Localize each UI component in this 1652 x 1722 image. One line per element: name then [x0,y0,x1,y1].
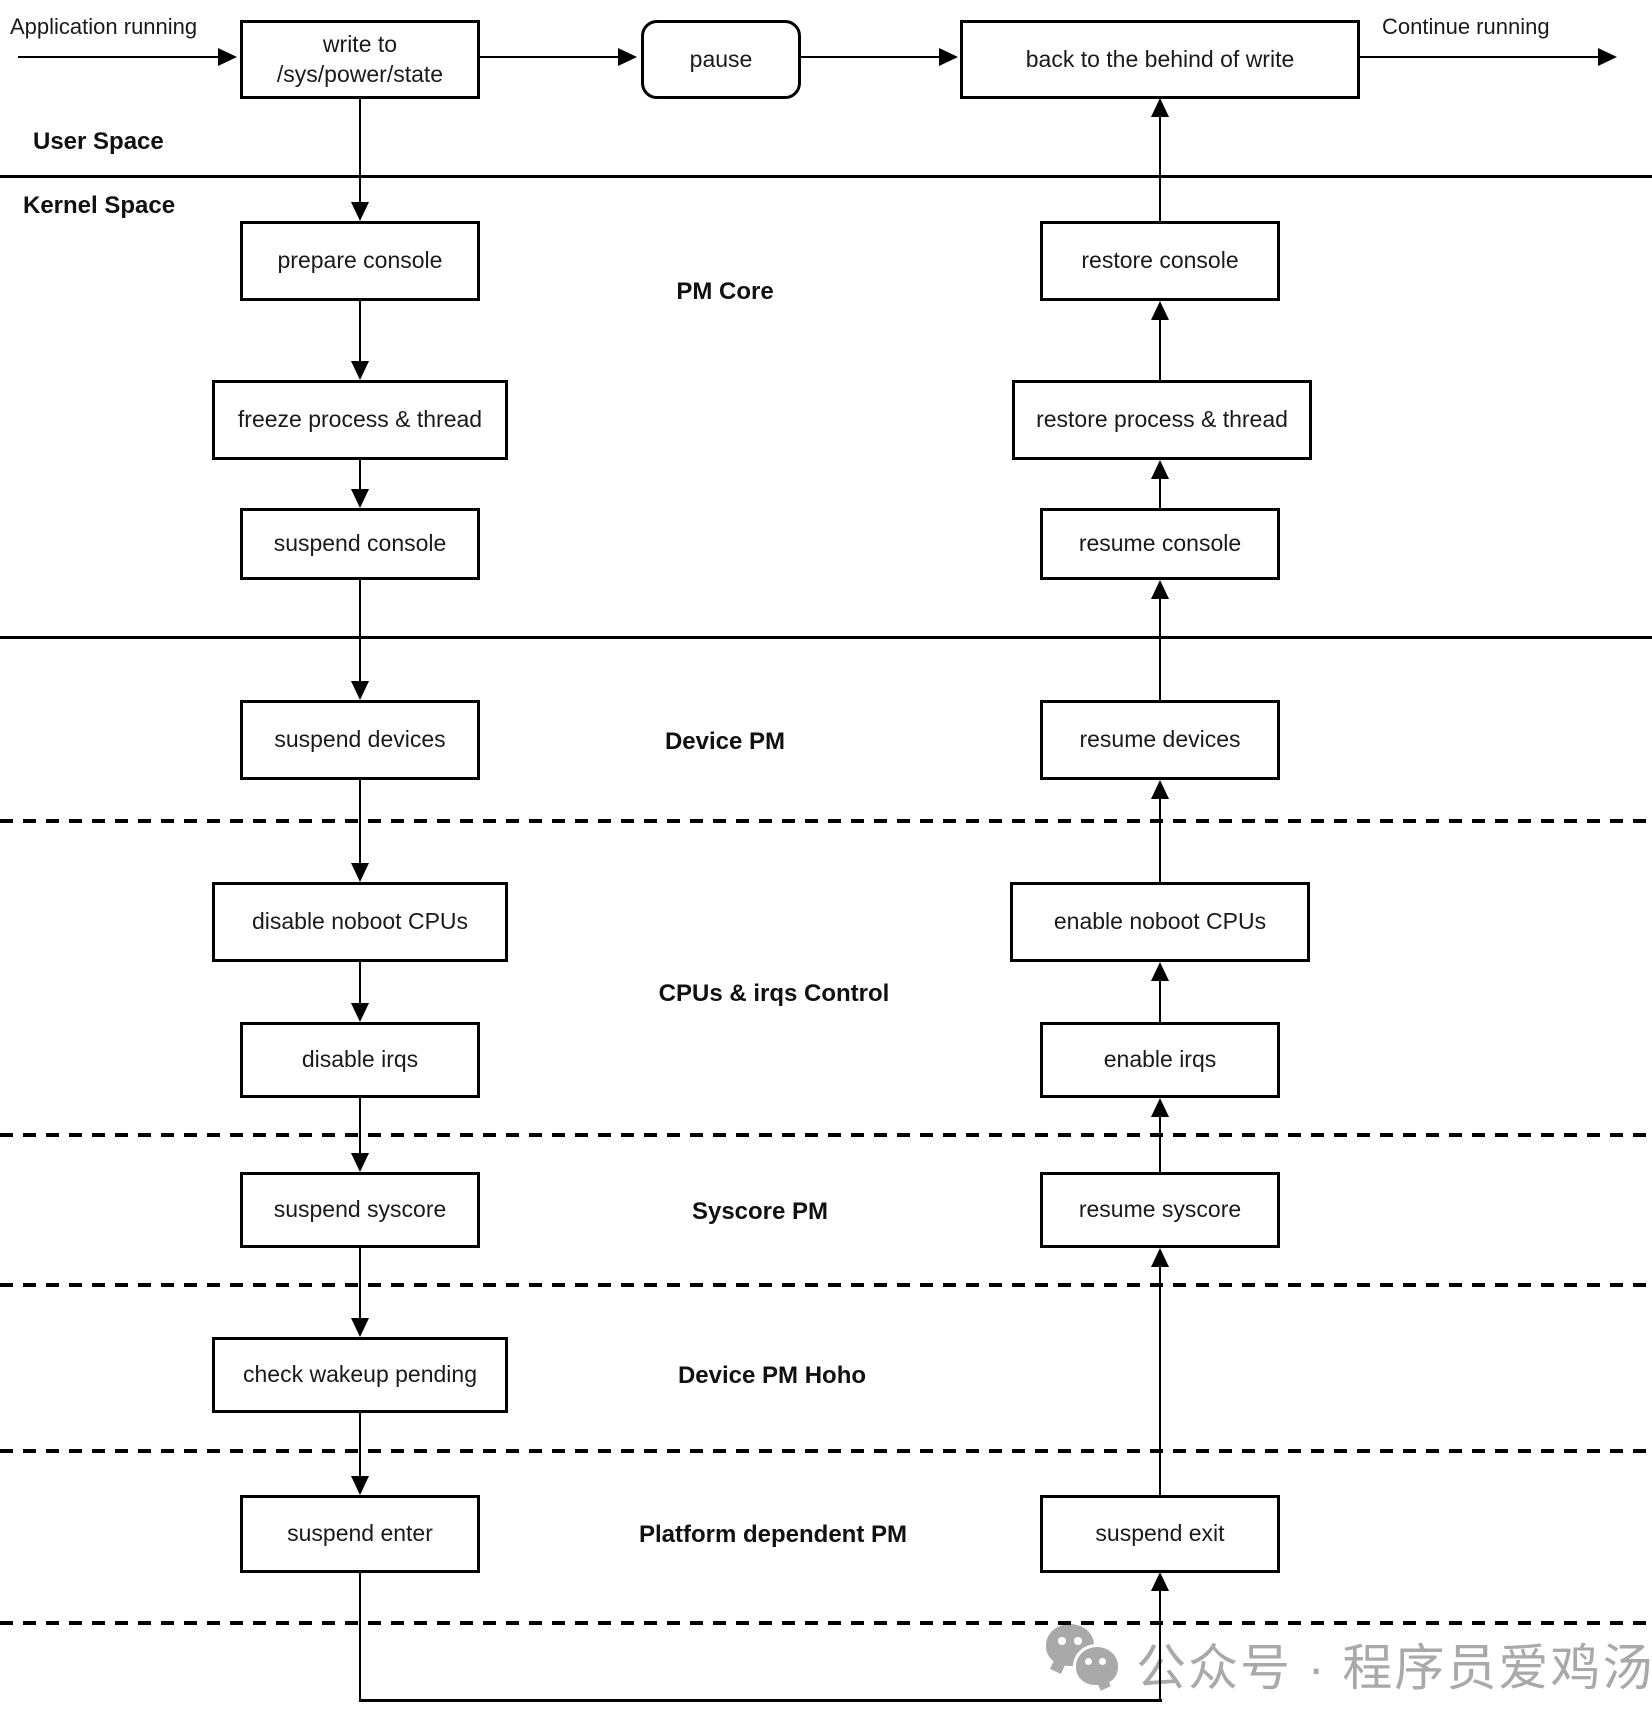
flow-line [1159,116,1161,221]
kernel-space-label: Kernel Space [23,192,176,219]
node-back-to-behind-of-write: back to the behind of write [960,20,1360,99]
flow-line [1159,798,1161,882]
flow-line [1159,598,1161,700]
flow-line [18,56,219,58]
arrow-into-suspend-exit [1151,1572,1169,1591]
arrow-into-enable-noboot-cpus [1151,962,1169,981]
arrow-into-prepare-console [351,202,369,221]
continue-running-label: Continue running [1382,14,1550,39]
node-restore-process-thread: restore process & thread [1012,380,1312,460]
flow-line [1159,980,1161,1022]
node-resume-syscore: resume syscore [1040,1172,1280,1248]
node-prepare-console: prepare console [240,221,480,301]
flow-line [1360,56,1598,58]
dashed-separator-4 [0,1449,1652,1453]
node-suspend-enter: suspend enter [240,1495,480,1573]
arrow-into-resume-console [1151,580,1169,599]
flow-line [359,301,361,362]
node-enable-noboot-cpus: enable noboot CPUs [1010,882,1310,962]
dashed-separator-2 [0,1133,1652,1137]
arrow-into-suspend-devices [351,681,369,700]
flow-line [1159,1116,1161,1172]
node-suspend-syscore: suspend syscore [240,1172,480,1248]
section-label-pm-core: PM Core [676,278,774,305]
flow-line [1159,1591,1161,1702]
watermark-text: 公众号 · 程序员爱鸡汤 [1136,1640,1652,1696]
node-check-wakeup-pending: check wakeup pending [212,1337,508,1413]
flow-line [359,580,361,682]
flow-line [359,962,361,1004]
flow-line [359,1573,361,1702]
wechat-eye [1099,1658,1106,1665]
flow-line [1159,319,1161,380]
node-disable-irqs: disable irqs [240,1022,480,1098]
arrow-into-suspend-syscore [351,1153,369,1172]
user-kernel-separator-line [0,175,1652,178]
flow-line [1159,478,1161,508]
flow-line [359,99,361,203]
node-pause: pause [641,20,801,99]
node-restore-console: restore console [1040,221,1280,301]
section-label-device-pm: Device PM [664,728,786,755]
arrow-into-back-behind-bottom [1151,98,1169,117]
node-enable-irqs: enable irqs [1040,1022,1280,1098]
arrow-into-resume-devices [1151,780,1169,799]
dashed-separator-5 [0,1621,1652,1625]
node-freeze-process-thread: freeze process & thread [212,380,508,460]
arrow-into-write-state [218,48,237,66]
application-running-label: Application running [10,14,198,39]
wechat-eye [1085,1658,1092,1665]
section-label-platform-dependent-pm: Platform dependent PM [638,1521,908,1548]
section-label-device-pm-hoho: Device PM Hoho [677,1362,867,1389]
arrow-into-disable-irqs [351,1003,369,1022]
pmcore-devicepm-separator-line [0,636,1652,639]
wechat-icon [1046,1624,1124,1694]
node-suspend-console: suspend console [240,508,480,580]
arrow-into-resume-syscore [1151,1248,1169,1267]
node-disable-noboot-cpus: disable noboot CPUs [212,882,508,962]
flow-line [359,460,361,491]
node-write-state: write to /sys/power/state [240,20,480,99]
flow-line [359,1098,361,1154]
flow-line [359,1699,1162,1702]
flow-line [359,780,361,864]
flow-line [801,56,939,58]
arrow-into-freeze-process [351,361,369,380]
arrow-into-enable-irqs [1151,1098,1169,1117]
node-suspend-devices: suspend devices [240,700,480,780]
arrow-continue-running [1598,48,1617,66]
dashed-separator-1 [0,819,1652,823]
node-suspend-exit: suspend exit [1040,1495,1280,1573]
arrow-into-restore-console [1151,301,1169,320]
arrow-into-disable-noboot-cpus [351,863,369,882]
arrow-into-suspend-console [351,489,369,508]
arrow-into-suspend-enter [351,1476,369,1495]
flow-line [359,1413,361,1477]
flow-line [480,56,618,58]
wechat-eye [1058,1637,1066,1645]
wechat-eye [1074,1637,1082,1645]
arrow-into-restore-process [1151,460,1169,479]
flow-line [1159,1266,1161,1495]
dashed-separator-3 [0,1283,1652,1287]
arrow-into-pause [618,48,637,66]
arrow-into-back-behind [939,48,958,66]
arrow-into-check-wakeup-pending [351,1318,369,1337]
section-label-syscore-pm: Syscore PM [691,1198,829,1225]
section-label-cpus-irqs-control: CPUs & irqs Control [658,980,890,1007]
user-space-label: User Space [33,128,164,155]
flow-line [359,1248,361,1319]
node-resume-console: resume console [1040,508,1280,580]
node-resume-devices: resume devices [1040,700,1280,780]
